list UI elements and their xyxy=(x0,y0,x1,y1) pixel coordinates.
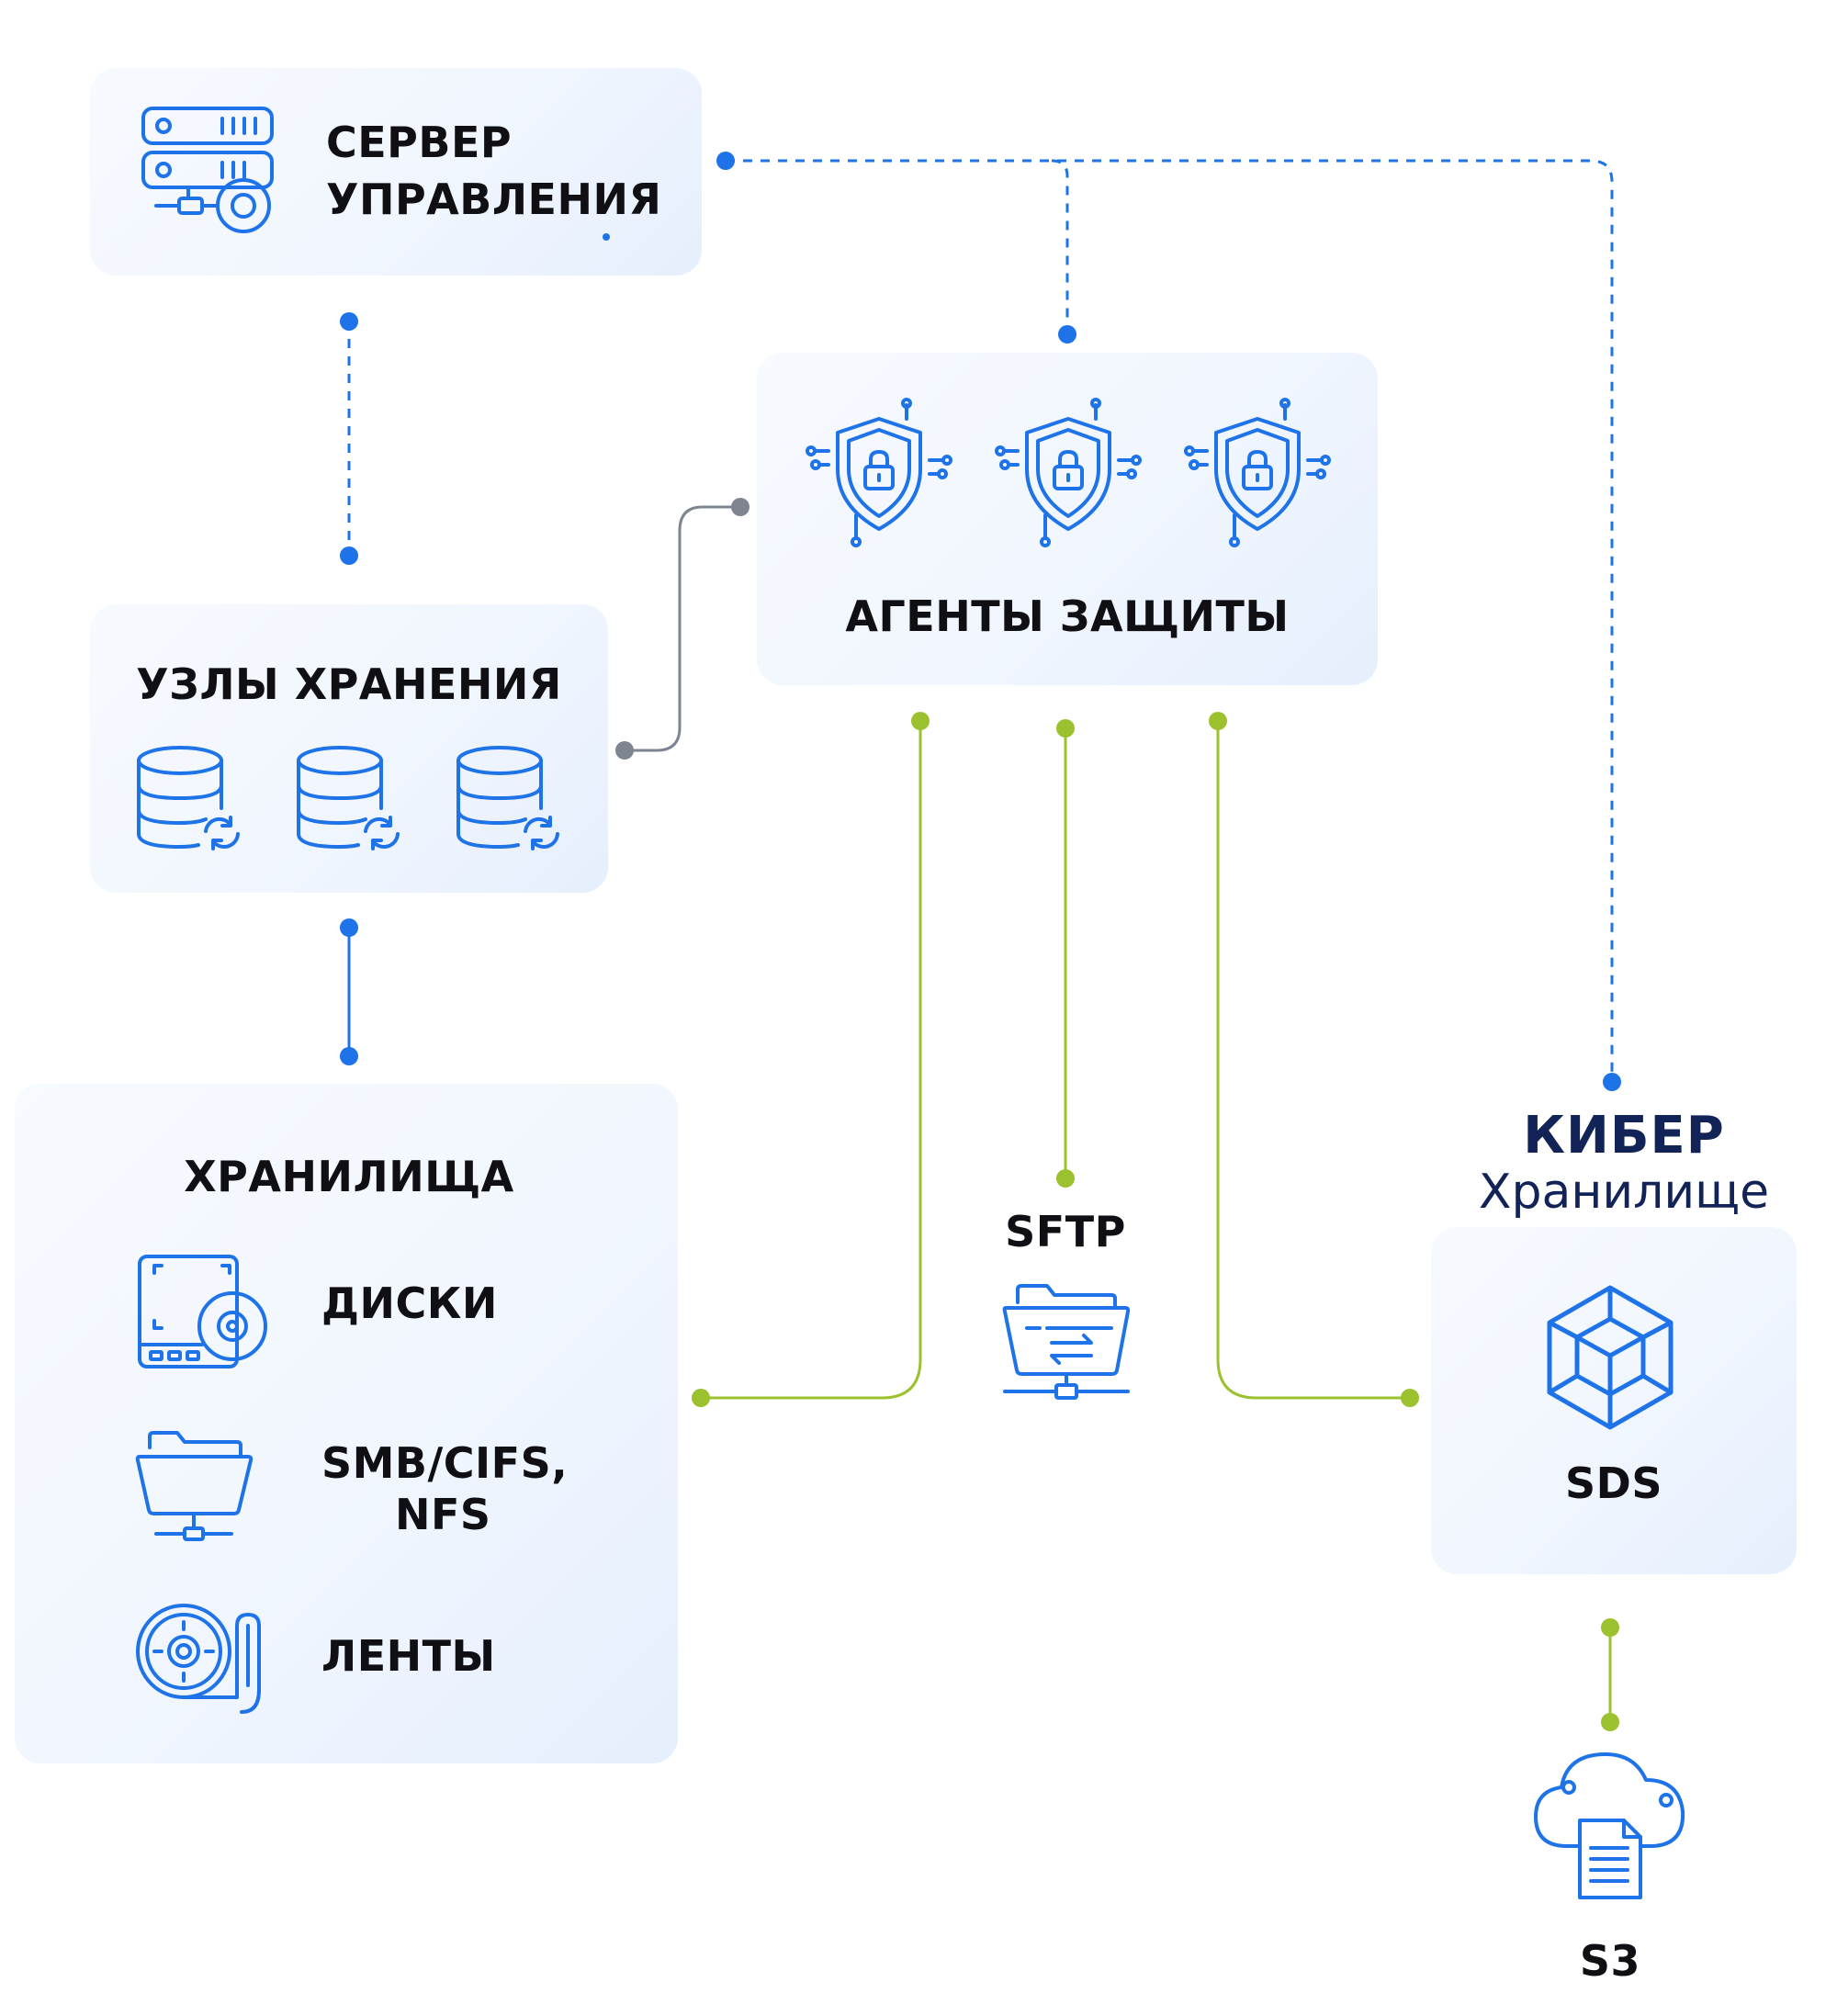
management-server-label-line1: СЕРВЕР xyxy=(326,118,513,167)
management-server-card xyxy=(90,68,702,276)
management-server-label-line2: УПРАВЛЕНИЯ xyxy=(326,175,662,224)
server-gear-icon xyxy=(138,103,276,244)
connector-dot xyxy=(911,712,930,730)
shield-lock-icon xyxy=(1179,398,1335,551)
s3-label: S3 xyxy=(1579,1936,1641,1986)
connector-dot xyxy=(1209,712,1227,730)
cyber-storage-card xyxy=(1431,1227,1797,1574)
disks-label: ДИСКИ xyxy=(321,1278,498,1328)
database-sync-icon xyxy=(294,744,409,862)
sftp-label: SFTP xyxy=(1005,1207,1126,1256)
shield-lock-icon xyxy=(990,398,1146,551)
sds-label: SDS xyxy=(1565,1459,1662,1508)
connector-dot xyxy=(692,1389,710,1407)
protection-agents-label: АГЕНТЫ ЗАЩИТЫ xyxy=(845,591,1290,641)
connector-storage-nodes-to-agents xyxy=(625,505,738,752)
connector-dot xyxy=(340,312,358,331)
connector-dot xyxy=(1603,1073,1621,1091)
storage-nodes-label: УЗЛЫ ХРАНЕНИЯ xyxy=(136,659,562,709)
connector-dot xyxy=(1601,1713,1619,1731)
connector-dot xyxy=(716,152,735,170)
cyber-storage-brand-line1: КИБЕР xyxy=(1523,1106,1725,1166)
connector-dot xyxy=(1601,1618,1619,1637)
connector-branch-to-agents xyxy=(1051,159,1069,332)
hex-cube-icon xyxy=(1541,1284,1679,1435)
shield-lock-icon xyxy=(801,398,957,551)
connector-dot xyxy=(1056,719,1075,738)
folder-transfer-icon xyxy=(1001,1282,1134,1410)
database-sync-icon xyxy=(454,744,569,862)
network-folder-icon xyxy=(135,1429,255,1552)
cloud-document-icon xyxy=(1532,1745,1688,1905)
cyber-storage-brand-line2: Хранилище xyxy=(1478,1165,1770,1220)
nfs-label: NFS xyxy=(395,1490,491,1539)
connector-agents-to-storages xyxy=(701,721,922,1400)
storages-card xyxy=(15,1084,678,1763)
tapes-label: ЛЕНТЫ xyxy=(321,1631,496,1681)
smb-cifs-label: SMB/CIFS, xyxy=(321,1438,569,1488)
connector-dot xyxy=(731,498,749,516)
connector-dot xyxy=(340,918,358,937)
connector-dot xyxy=(1058,325,1076,344)
connector-dot xyxy=(340,1047,358,1065)
disk-drive-icon xyxy=(136,1253,274,1376)
storages-label: ХРАНИЛИЩА xyxy=(184,1152,514,1201)
connector-dot xyxy=(1056,1169,1075,1188)
tape-reel-icon xyxy=(136,1598,274,1721)
connector-agents-to-sds xyxy=(1216,721,1410,1400)
connector-dot xyxy=(340,546,358,565)
connector-dot xyxy=(603,233,610,241)
connector-dot xyxy=(1401,1389,1419,1407)
connector-dot xyxy=(615,741,634,760)
database-sync-icon xyxy=(134,744,249,862)
